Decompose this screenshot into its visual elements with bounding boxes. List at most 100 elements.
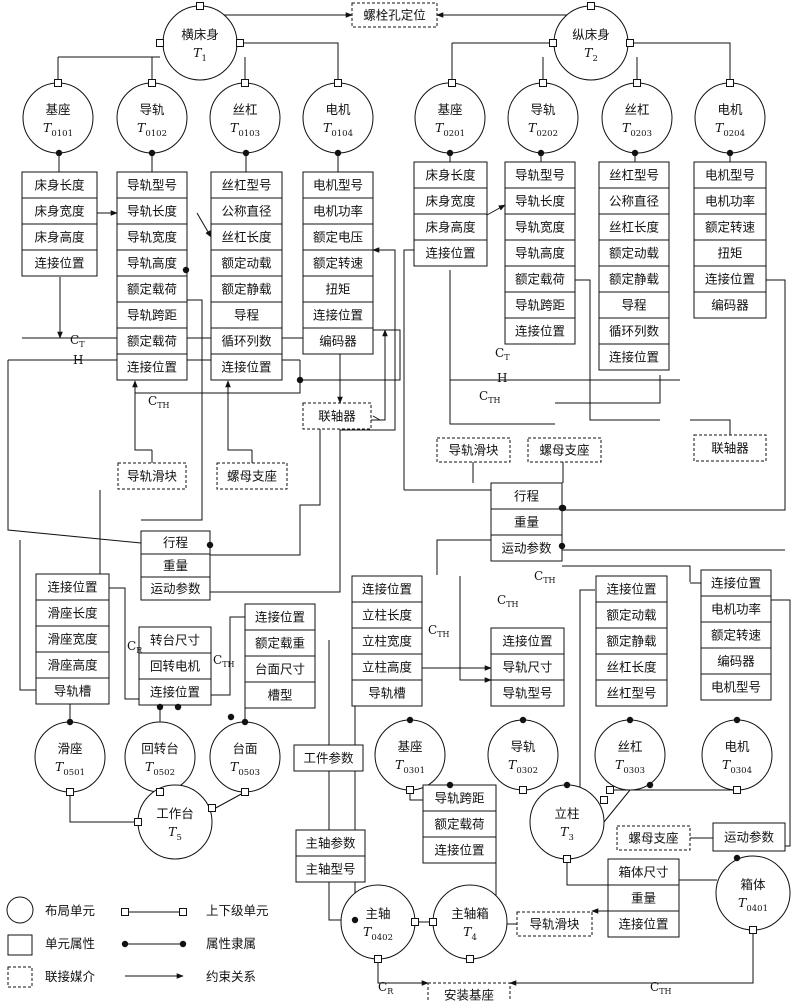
attr-cell: 电机型号 — [313, 178, 363, 193]
attr-cell-box — [700, 647, 772, 675]
media-label: 导轨滑块 — [127, 469, 178, 484]
attr-cell: 额定载荷 — [515, 272, 565, 287]
attr-cell: 额定动载 — [221, 256, 272, 271]
connector-line — [372, 415, 381, 421]
attr-cell: 连接位置 — [609, 350, 659, 365]
attr-cell: 额定静载 — [606, 634, 657, 649]
attr-cell-box — [244, 681, 316, 709]
attribute-dot — [241, 718, 249, 726]
attr-cell-box — [116, 171, 188, 199]
attribute-dot — [148, 149, 156, 157]
attr-cell-box — [35, 677, 110, 705]
attribute-dot — [156, 703, 164, 711]
attr-cell-box — [693, 291, 767, 319]
unit-name: 主轴 — [365, 906, 390, 921]
attr-cell: 床身长度 — [425, 168, 476, 183]
connector-line — [377, 959, 429, 986]
media-box — [216, 462, 288, 490]
attr-cell: 导轨长度 — [127, 204, 178, 219]
hierarchy-port — [406, 786, 414, 794]
unit-symbol: T0301 — [395, 757, 425, 776]
attr-cell-box — [700, 595, 772, 623]
attr-cell-box — [138, 678, 212, 706]
attr-cell: 连接位置 — [313, 308, 363, 323]
media-label: 螺母支座 — [628, 831, 678, 846]
attr-cell: 额定转速 — [711, 628, 762, 643]
attr-cell: 连接位置 — [705, 272, 755, 287]
attribute-dot — [631, 149, 639, 157]
attr-cell: 行程 — [163, 535, 189, 550]
attribute-dot — [626, 716, 634, 724]
legend-label-hierarchy: 上下级单元 — [206, 903, 269, 918]
connector-line — [575, 279, 660, 421]
layout-unit-circle — [553, 5, 629, 81]
attr-cell: 导程 — [621, 298, 647, 313]
media-box — [516, 911, 593, 937]
attr-cell: 导轨高度 — [127, 256, 178, 271]
attr-cell: 转台尺寸 — [150, 633, 200, 648]
hierarchy-port — [236, 39, 244, 47]
media-box — [302, 402, 372, 430]
connector-line — [579, 589, 595, 820]
connector-line — [19, 540, 36, 691]
unit-name: 电机 — [724, 739, 750, 754]
attr-cell-box — [607, 858, 680, 886]
link-media-m_base: 安装基座 — [427, 982, 511, 1001]
layout-unit-circle — [162, 5, 238, 81]
attribute-dot — [563, 781, 571, 789]
connector-line — [211, 616, 245, 696]
attr-cell: 滑座高度 — [47, 658, 98, 673]
attr-cell: 电机功率 — [705, 194, 755, 209]
attr-cell: 立柱高度 — [362, 660, 413, 675]
media-box — [693, 434, 767, 462]
constraint-label: CT — [70, 333, 85, 349]
attr-cell-box — [244, 603, 316, 631]
attr-cell-box — [116, 249, 188, 277]
layout-unit-circle — [414, 82, 486, 154]
connector-line — [566, 859, 608, 886]
attr-cell: 连接位置 — [434, 843, 484, 858]
attribute-dot — [646, 781, 654, 789]
attr-cell-box — [693, 239, 767, 267]
layout-unit-circle — [302, 82, 374, 154]
attribute-dot — [334, 149, 342, 157]
attr-cell: 电机功率 — [711, 602, 761, 617]
connector-line — [69, 792, 138, 823]
attr-cell: 公称直径 — [609, 194, 659, 209]
layout-unit-circle — [34, 721, 106, 793]
connector-line — [449, 270, 555, 425]
attr-cell: 导轨槽 — [54, 684, 92, 699]
layout-unit-circle — [701, 719, 773, 791]
media-box — [436, 437, 511, 463]
hierarchy-port — [156, 39, 164, 47]
connector-line — [459, 576, 492, 683]
hierarchy-port — [241, 788, 249, 796]
unit-symbol: T0303 — [615, 757, 645, 776]
link-media-m_sliderR: 导轨滑块 — [436, 437, 511, 463]
hierarchy-port — [519, 786, 527, 794]
attribute-dot — [55, 149, 63, 157]
constraint-label: H — [497, 371, 507, 385]
attr-cell: 丝杠型号 — [606, 686, 656, 701]
attr-cell-box — [607, 910, 680, 938]
attr-cell-box — [116, 223, 188, 251]
attr-cell-box — [598, 213, 670, 241]
connector-line — [328, 880, 341, 921]
attribute-dot — [446, 781, 454, 789]
hierarchy-port — [241, 79, 249, 87]
attr-cell: 额定转速 — [313, 256, 364, 271]
attr-cell: 行程 — [514, 489, 540, 504]
unit-name: 箱体 — [740, 877, 766, 892]
